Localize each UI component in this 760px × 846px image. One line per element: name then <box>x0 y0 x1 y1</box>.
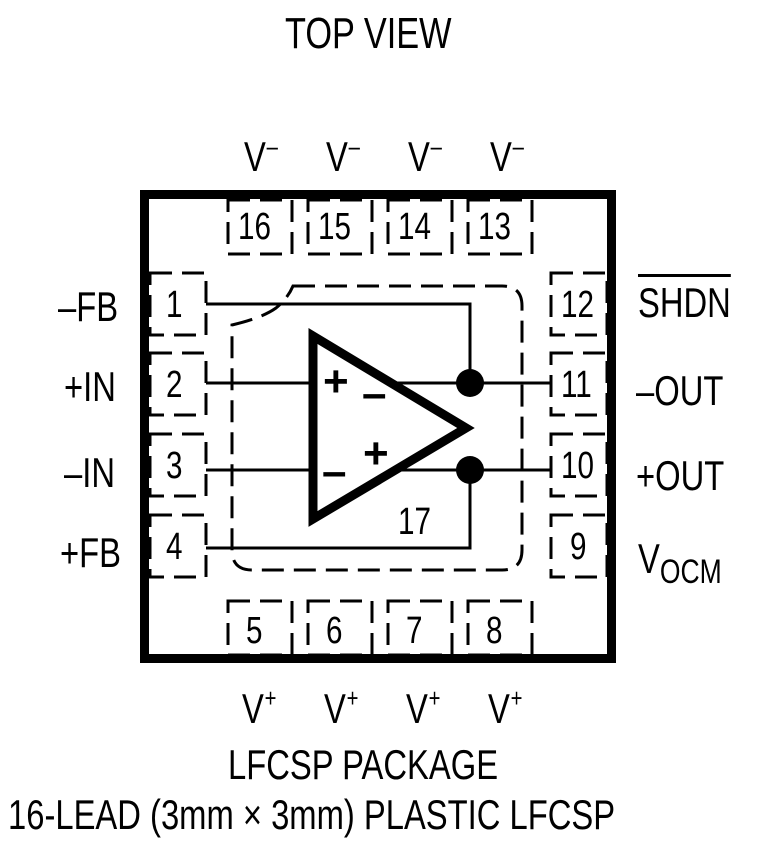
amp-bottom-input-sign: – <box>322 447 347 496</box>
trace-fb-minus <box>206 302 472 383</box>
pin-pad-5 <box>226 599 294 657</box>
pin-number-14: 14 <box>398 206 431 248</box>
pin-number-5: 5 <box>246 610 263 652</box>
pin-label-10: +OUT <box>636 452 725 499</box>
pin-pad-8 <box>466 599 534 657</box>
pin-number-4: 4 <box>166 526 183 568</box>
pin-label-16: V– <box>244 131 278 180</box>
pin-pad-12 <box>549 271 609 337</box>
pin-pad-2 <box>148 351 208 417</box>
pin-label-5: V+ <box>242 683 277 732</box>
pin-number-6: 6 <box>326 610 343 652</box>
pin-label-2: +IN <box>64 363 116 410</box>
pin-pad-6 <box>306 599 374 657</box>
pin-label-4: +FB <box>60 529 121 576</box>
pin-label-11: –OUT <box>636 367 724 414</box>
pin-pad-13 <box>466 198 534 256</box>
pin-pad-4 <box>148 513 208 579</box>
pin-label-7: V+ <box>406 683 441 732</box>
pin-number-16: 16 <box>238 206 271 248</box>
pin-number-7: 7 <box>406 610 423 652</box>
pin-label-8: V+ <box>488 683 523 732</box>
pin-pad-16 <box>226 198 294 256</box>
pin-label-15: V– <box>326 131 360 180</box>
amp-top-output-sign: – <box>362 369 387 418</box>
pin-number-17: 17 <box>398 501 431 543</box>
amp-top-input-sign: + <box>323 357 349 406</box>
pin-label-14: V– <box>408 131 442 180</box>
package-description: 16-LEAD (3mm × 3mm) PLASTIC LFCSP <box>8 791 616 838</box>
pin-pad-14 <box>386 198 454 256</box>
pin-pad-9 <box>549 513 609 579</box>
pin-number-8: 8 <box>486 610 503 652</box>
amp-bottom-output-sign: + <box>363 429 389 478</box>
pin-number-2: 2 <box>166 364 183 406</box>
pin-number-1: 1 <box>166 284 183 326</box>
pin-number-10: 10 <box>561 445 594 487</box>
pin-label-13: V– <box>490 131 524 180</box>
package-name: LFCSP PACKAGE <box>228 741 499 788</box>
pin-pad-10 <box>549 432 609 498</box>
pin-label-9: VOCM <box>638 535 722 591</box>
pin-number-9: 9 <box>570 526 587 568</box>
pin-pad-3 <box>148 432 208 498</box>
pin-label-3: –IN <box>64 449 115 496</box>
diagram-title: TOP VIEW <box>285 9 452 58</box>
pin-label-6: V+ <box>324 683 359 732</box>
pin-pad-15 <box>306 198 374 256</box>
op-amp-triangle <box>308 328 475 527</box>
junction-dot-out-minus <box>456 369 484 397</box>
pin-number-15: 15 <box>318 206 351 248</box>
pin-number-12: 12 <box>561 284 594 326</box>
pin-pad-7 <box>386 599 454 657</box>
trace-fb-plus <box>206 470 472 550</box>
pin-number-11: 11 <box>561 364 592 406</box>
exposed-pad-outline <box>230 284 524 572</box>
pin-number-13: 13 <box>478 206 511 248</box>
junction-dot-out-plus <box>456 456 484 484</box>
pin-number-3: 3 <box>166 445 183 487</box>
pin-pad-1 <box>148 271 208 337</box>
package-outline <box>140 190 616 663</box>
pin-label-12: SHDN <box>638 274 731 326</box>
pin-label-1: –FB <box>58 283 119 330</box>
